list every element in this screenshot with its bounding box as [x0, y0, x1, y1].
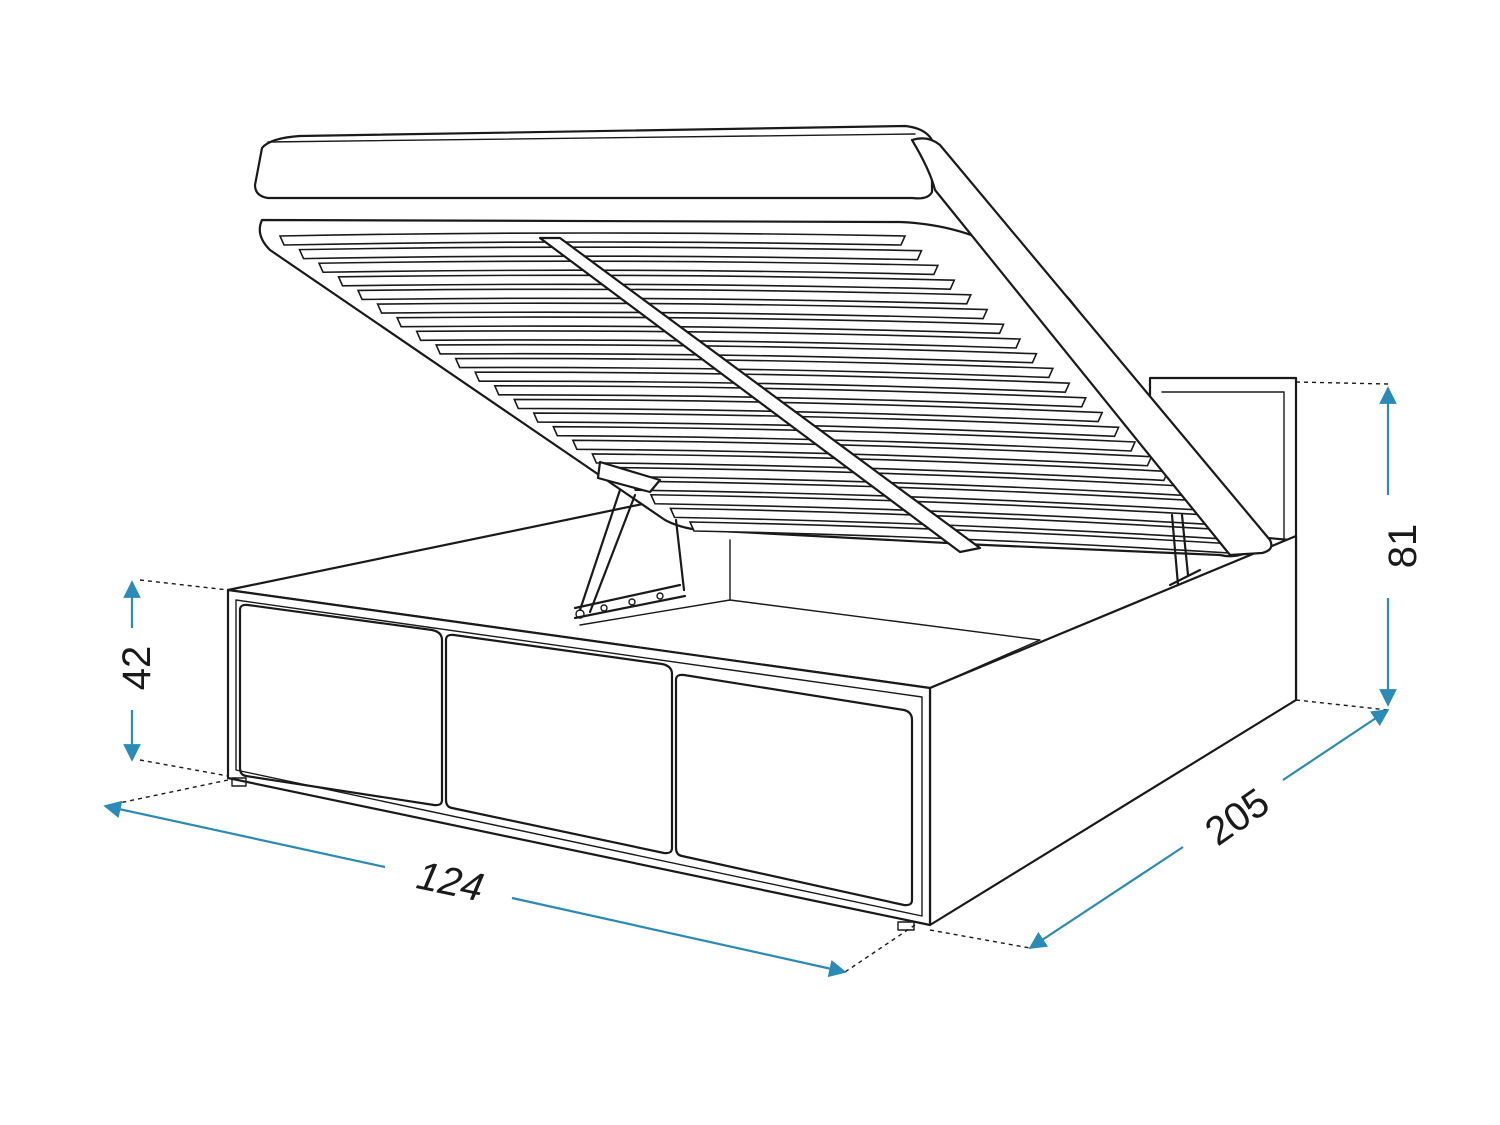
mattress-top [253, 124, 934, 200]
slat [571, 439, 1153, 467]
front-cushion-middle [444, 633, 674, 855]
width-label: 124 [413, 854, 487, 911]
length-label: 205 [1197, 780, 1277, 854]
dimension-frame-height: 42 [115, 579, 229, 777]
center-rail [538, 236, 982, 554]
slat [415, 330, 1022, 349]
slat [513, 398, 1104, 423]
mattress-side [910, 137, 1273, 557]
slat [356, 288, 972, 305]
frame-height-label: 42 [115, 646, 159, 691]
slat [337, 274, 956, 290]
slat [532, 412, 1120, 438]
slat [376, 302, 989, 320]
slat [493, 385, 1087, 408]
bed-base [226, 486, 1298, 931]
slat [454, 357, 1055, 379]
slat [434, 343, 1038, 364]
gas-lift-right [1168, 513, 1202, 587]
slat [298, 246, 923, 261]
slat [474, 371, 1071, 393]
slat [278, 232, 907, 246]
slat [395, 316, 1005, 335]
slat [552, 425, 1137, 452]
headboard-height-label: 81 [1381, 524, 1425, 569]
dimension-headboard-height: 81 [1295, 381, 1425, 707]
slat [591, 453, 1170, 482]
gas-lift-left [573, 460, 687, 620]
slats [278, 232, 1252, 555]
front-cushion-right [674, 673, 914, 907]
front-cushion-left [238, 603, 444, 807]
lifted-frame [253, 124, 1273, 558]
slat [317, 260, 940, 276]
